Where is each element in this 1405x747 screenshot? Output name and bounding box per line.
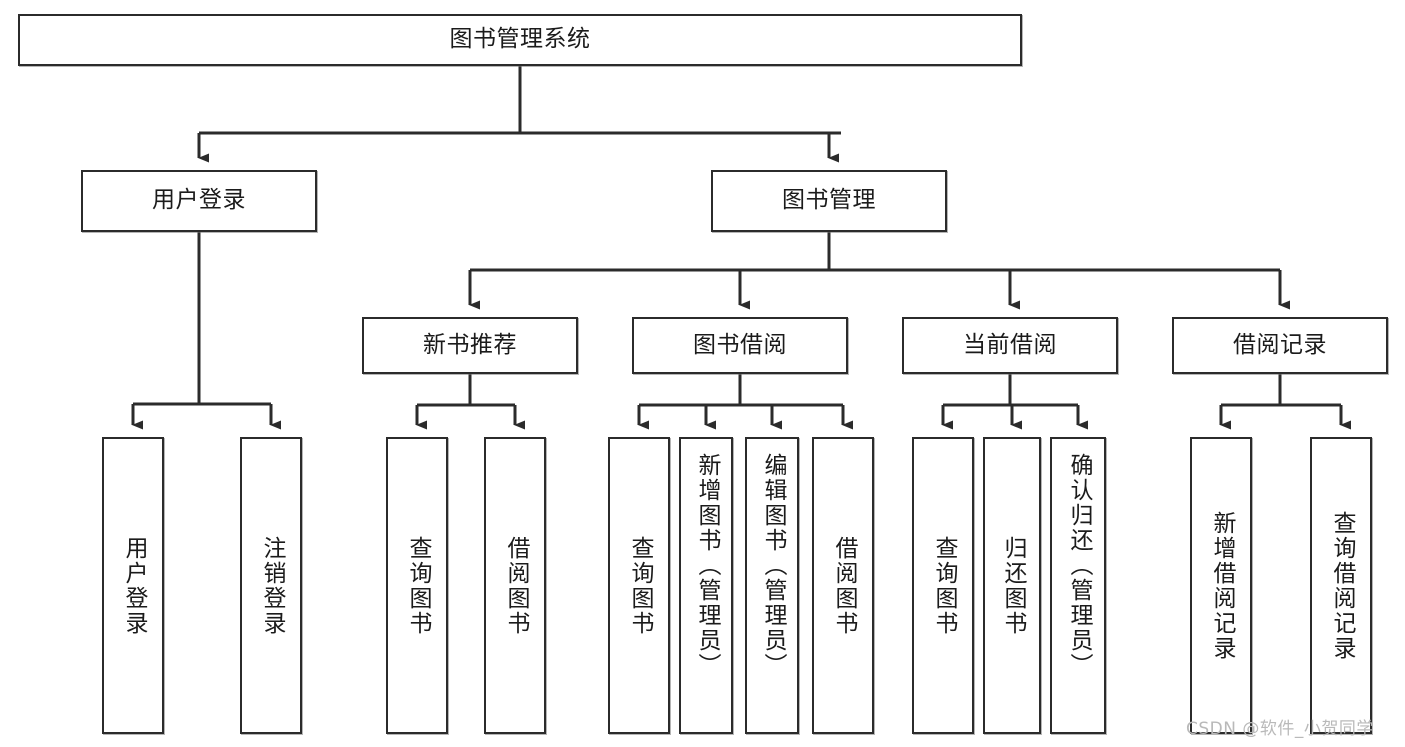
node-current-borrow-label: 当前借阅 — [963, 331, 1057, 358]
node-book-manage-label: 图书管理 — [782, 187, 876, 214]
node-leaf-bb-add-book[interactable]: 新增图书（管理员） — [679, 437, 733, 734]
node-new-book-recommend-label: 新书推荐 — [423, 331, 517, 358]
node-leaf-rec-borrow-book[interactable]: 借阅图书 — [484, 437, 546, 734]
node-leaf-bb-borrow-book-label: 借阅图书 — [830, 535, 857, 636]
node-root[interactable]: 图书管理系统 — [18, 14, 1022, 66]
node-user-login-label: 用户登录 — [152, 187, 246, 214]
node-leaf-user-login[interactable]: 用户登录 — [102, 437, 164, 734]
node-leaf-user-logout-label: 注销登录 — [258, 535, 285, 636]
node-borrow-record-label: 借阅记录 — [1233, 331, 1327, 358]
node-new-book-recommend[interactable]: 新书推荐 — [362, 317, 578, 374]
node-leaf-cb-query-book-label: 查询图书 — [930, 535, 957, 636]
node-leaf-rec-borrow-book-label: 借阅图书 — [502, 535, 529, 636]
node-leaf-user-login-label: 用户登录 — [120, 535, 147, 636]
node-book-borrow-label: 图书借阅 — [693, 331, 787, 358]
node-leaf-br-query-record[interactable]: 查询借阅记录 — [1310, 437, 1372, 734]
node-user-login[interactable]: 用户登录 — [81, 170, 317, 232]
node-root-label: 图书管理系统 — [449, 26, 591, 53]
node-leaf-bb-borrow-book[interactable]: 借阅图书 — [812, 437, 874, 734]
node-leaf-rec-query-book[interactable]: 查询图书 — [386, 437, 448, 734]
node-leaf-cb-confirm-return-label: 确认归还（管理员） — [1065, 453, 1092, 678]
node-leaf-br-add-record[interactable]: 新增借阅记录 — [1190, 437, 1252, 734]
node-leaf-cb-return-book[interactable]: 归还图书 — [983, 437, 1041, 734]
node-leaf-cb-query-book[interactable]: 查询图书 — [912, 437, 974, 734]
node-book-manage[interactable]: 图书管理 — [711, 170, 947, 232]
csdn-watermark: CSDN @软件_小贺同学 — [1186, 719, 1374, 739]
node-leaf-bb-query-book[interactable]: 查询图书 — [608, 437, 670, 734]
node-leaf-bb-edit-book[interactable]: 编辑图书（管理员） — [745, 437, 799, 734]
node-leaf-bb-query-book-label: 查询图书 — [626, 535, 653, 636]
node-leaf-br-add-record-label: 新增借阅记录 — [1208, 510, 1235, 661]
node-leaf-user-logout[interactable]: 注销登录 — [240, 437, 302, 734]
node-current-borrow[interactable]: 当前借阅 — [902, 317, 1118, 374]
node-leaf-bb-edit-book-label: 编辑图书（管理员） — [759, 453, 786, 678]
node-leaf-cb-return-book-label: 归还图书 — [999, 535, 1026, 636]
node-borrow-record[interactable]: 借阅记录 — [1172, 317, 1388, 374]
node-leaf-bb-add-book-label: 新增图书（管理员） — [693, 453, 720, 678]
node-leaf-br-query-record-label: 查询借阅记录 — [1328, 510, 1355, 661]
node-leaf-cb-confirm-return[interactable]: 确认归还（管理员） — [1050, 437, 1106, 734]
node-book-borrow[interactable]: 图书借阅 — [632, 317, 848, 374]
node-leaf-rec-query-book-label: 查询图书 — [404, 535, 431, 636]
